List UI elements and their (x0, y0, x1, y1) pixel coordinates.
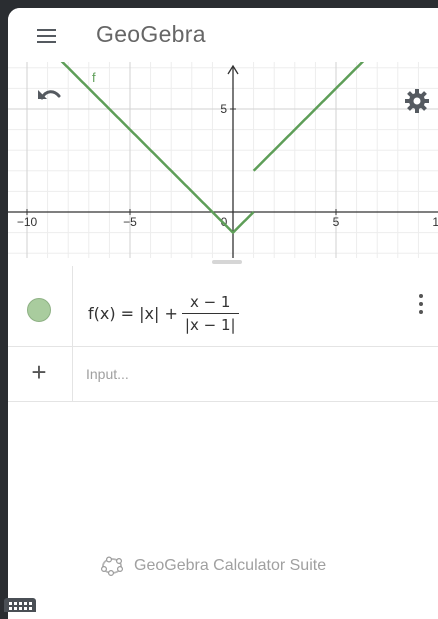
function-curve-right (252, 62, 365, 172)
fraction-denominator: |x − 1| (181, 312, 239, 334)
vertical-dots-icon[interactable] (416, 294, 426, 316)
formula-lhs: f(x) = |x| + (88, 303, 178, 323)
visibility-toggle[interactable] (27, 298, 51, 322)
app-title: GeoGebra (96, 21, 206, 47)
fraction-numerator: x − 1 (189, 292, 231, 311)
geogebra-app: GeoGebra −10−505105f (8, 8, 438, 619)
suite-label: GeoGebra Calculator Suite (134, 557, 327, 574)
add-icon[interactable]: + (31, 357, 47, 387)
algebra-view: f(x) = |x| + x − 1 |x − 1| + (8, 266, 438, 619)
gear-icon[interactable] (404, 88, 430, 114)
function-label: f (92, 70, 96, 85)
function-definition[interactable]: f(x) = |x| + x − 1 |x − 1| (88, 288, 239, 338)
x-tick-label: −5 (123, 215, 137, 229)
y-axis-arrow (227, 64, 239, 75)
hamburger-menu-icon[interactable] (34, 26, 60, 46)
top-bar: GeoGebra (8, 8, 438, 62)
calculator-suite-link[interactable]: GeoGebra Calculator Suite (100, 556, 326, 576)
row-gutter (8, 266, 73, 346)
geogebra-logo-icon (100, 556, 124, 576)
keyboard-icon[interactable] (4, 598, 36, 612)
x-tick-label: 10 (432, 215, 438, 229)
algebra-input-row[interactable]: + (8, 347, 438, 402)
x-tick-label: −10 (17, 215, 38, 229)
algebra-row-f[interactable]: f(x) = |x| + x − 1 |x − 1| (8, 266, 438, 347)
algebra-input[interactable] (84, 361, 418, 387)
undo-icon[interactable] (34, 84, 64, 108)
graphics-view[interactable]: −10−505105f (8, 62, 438, 258)
view-divider (8, 258, 438, 266)
y-tick-label: 5 (220, 102, 227, 116)
function-curve-left (60, 62, 255, 234)
resize-handle[interactable] (212, 260, 242, 264)
formula-fraction: x − 1 |x − 1| (181, 292, 239, 334)
x-tick-label: 5 (333, 215, 340, 229)
graph-canvas[interactable]: −10−505105f (8, 62, 438, 258)
row-gutter: + (8, 347, 73, 401)
